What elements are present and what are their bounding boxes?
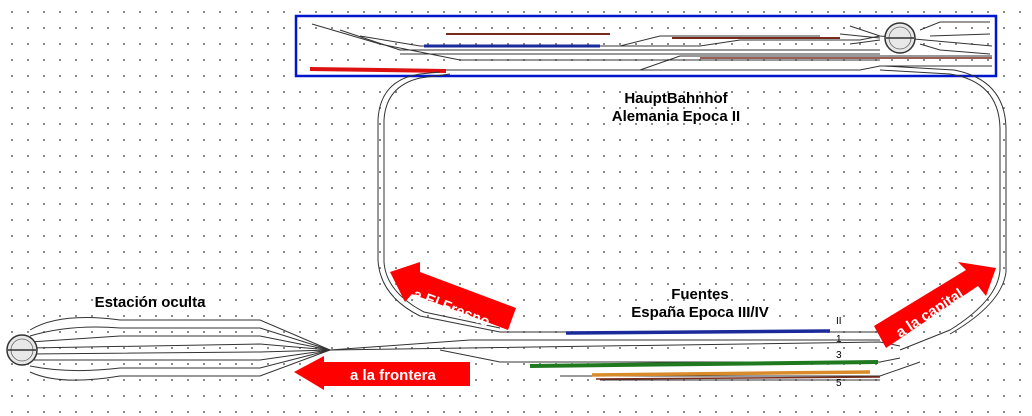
siding-brown-fuentes [595,376,881,380]
track-number-5: 5 [836,378,842,389]
siding-blue-fuentes [565,329,831,335]
hauptbahnhof-title: HauptBahnhof Alemania Epoca II [586,90,766,126]
svg-text:a la frontera: a la frontera [350,367,437,384]
hauptbahnhof-tracks [311,21,993,71]
track-number-3: 3 [836,350,842,361]
hauptbahnhof-name: HauptBahnhof [624,90,728,107]
track-number-ii: II [836,316,842,327]
siding-red-main [309,67,447,73]
siding-orange-fuentes [591,370,871,377]
hidden-station-tracks [29,317,331,381]
main-loop [377,65,1007,351]
arrow-frontera: a la frontera [294,356,470,390]
fuentes-tracks [329,339,921,381]
arrow-capital: a la capital [874,262,996,348]
fuentes-title: Fuentes España Epoca III/IV [610,286,790,322]
fuentes-subtitle: España Epoca III/IV [631,304,769,321]
hidden-turntable-icon [6,334,38,366]
hauptbahnhof-subtitle: Alemania Epoca II [611,108,741,125]
hidden-station-title: Estación oculta [94,294,206,311]
fuentes-name: Fuentes [671,286,729,303]
turntable-icon [884,22,916,54]
siding-green-fuentes [529,360,879,368]
arrow-el-fresno: a El Fresno [390,262,516,331]
track-number-1: 1 [836,334,842,345]
hauptbahnhof-frame [294,14,998,78]
